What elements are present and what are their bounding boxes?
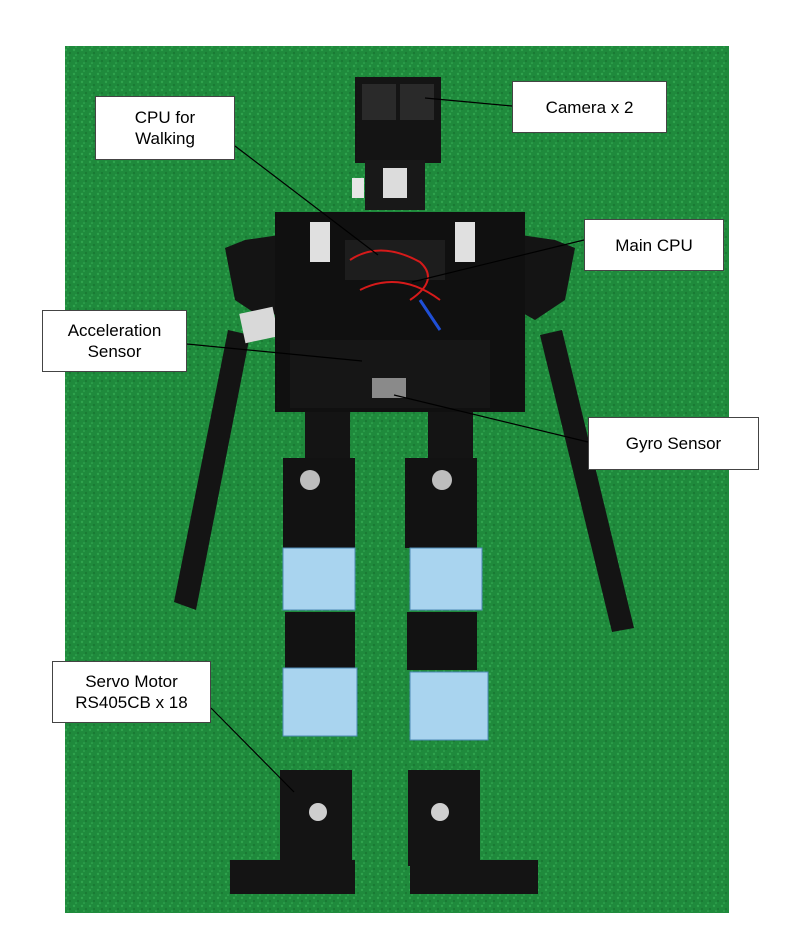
leader-line-cpu-walking — [234, 145, 379, 256]
robot-legs — [280, 412, 489, 866]
leader-line-main-cpu — [411, 239, 585, 283]
label-camera: Camera x 2 — [512, 81, 667, 133]
leader-line-servo — [210, 707, 295, 793]
leader-line-gyro — [393, 394, 589, 443]
label-servo-motor: Servo Motor RS405CB x 18 — [52, 661, 211, 723]
label-cpu-for-walking-line-1: CPU for — [134, 108, 196, 127]
label-acceleration-sensor-line-1: Acceleration — [67, 321, 162, 340]
label-gyro-sensor: Gyro Sensor — [588, 417, 759, 470]
label-servo-motor-line-2: RS405CB x 18 — [75, 693, 188, 712]
robot-feet — [230, 860, 538, 894]
robot-torso — [275, 212, 525, 412]
label-cpu-for-walking: CPU for Walking — [95, 96, 235, 160]
leader-line-acceleration — [186, 343, 363, 362]
leader-lines — [186, 97, 589, 793]
label-cpu-for-walking-line-2: Walking — [135, 129, 195, 148]
label-gyro-sensor-text: Gyro Sensor — [625, 434, 722, 453]
label-acceleration-sensor-line-2: Sensor — [87, 342, 142, 361]
label-camera-text: Camera x 2 — [545, 97, 634, 117]
leader-line-camera — [424, 97, 513, 107]
robot-head — [352, 77, 441, 210]
label-main-cpu: Main CPU — [584, 219, 724, 271]
label-main-cpu-text: Main CPU — [615, 235, 693, 255]
label-servo-motor-line-1: Servo Motor — [85, 672, 178, 691]
label-acceleration-sensor: Acceleration Sensor — [42, 310, 187, 372]
